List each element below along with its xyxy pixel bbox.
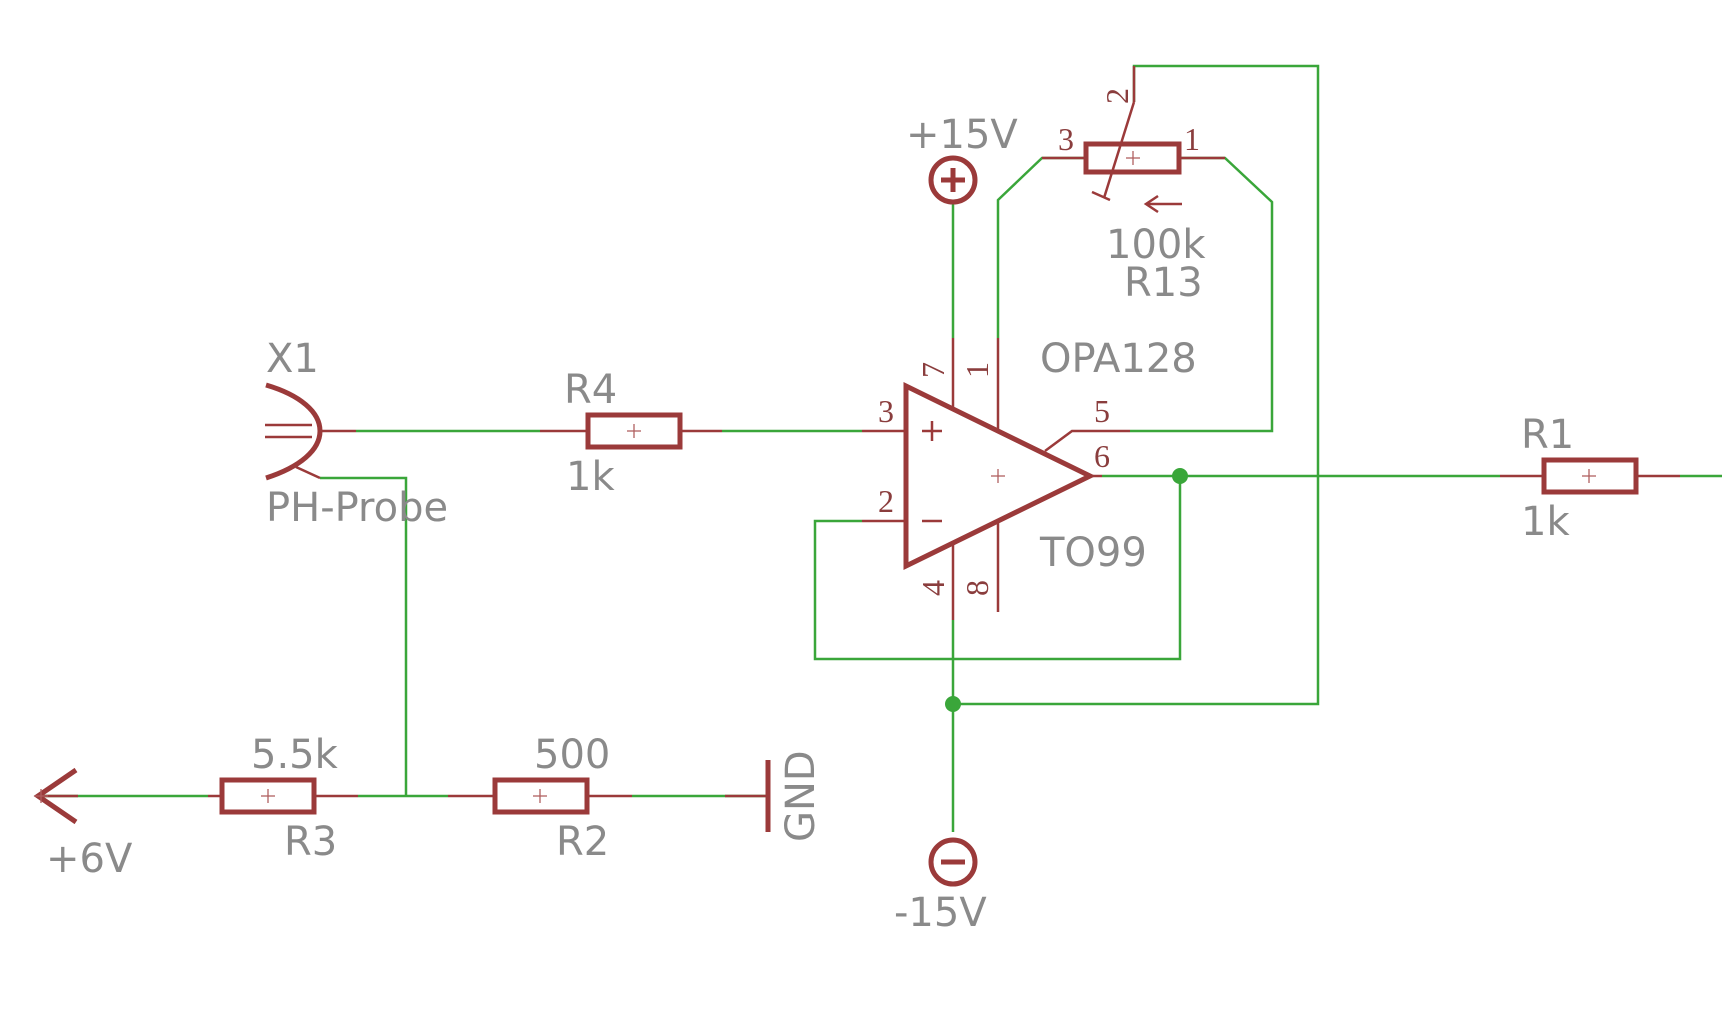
plus-6v-arrow-icon	[33, 767, 78, 825]
r4-name: R4	[564, 367, 617, 413]
resistor-r1	[1500, 457, 1680, 495]
opamp-package: TO99	[1039, 530, 1147, 576]
r3-name: R3	[284, 819, 337, 865]
r1-value: 1k	[1521, 499, 1570, 545]
opamp-name: OPA128	[1040, 336, 1197, 382]
pin-2: 2	[878, 483, 894, 519]
resistor-r4	[540, 412, 722, 450]
pin-7: 7	[915, 362, 951, 378]
minus-15v-label: -15V	[894, 890, 987, 936]
minus-15v-supply-icon	[928, 837, 978, 887]
pin-4: 4	[915, 580, 951, 596]
ground-symbol	[725, 760, 771, 832]
probe-value: PH-Probe	[266, 485, 448, 531]
plus-6v-label: +6V	[46, 836, 133, 882]
potentiometer-r13	[1042, 66, 1225, 214]
resistor-r2	[448, 777, 632, 815]
ph-probe-connector	[265, 382, 356, 481]
pin-1: 1	[959, 362, 995, 378]
resistor-r3	[208, 777, 358, 815]
pin-6: 6	[1094, 438, 1110, 474]
wires	[38, 64, 1722, 832]
r13-pin-1: 1	[1184, 121, 1200, 157]
pin-5: 5	[1094, 393, 1110, 429]
pin-3: 3	[878, 393, 894, 429]
opamp-symbol	[862, 338, 1130, 620]
r2-value: 500	[534, 732, 610, 778]
r3-value: 5.5k	[251, 732, 339, 778]
pin-8: 8	[959, 580, 995, 596]
probe-name: X1	[266, 336, 319, 382]
r13-name: R13	[1124, 260, 1203, 306]
plus-15v-label: +15V	[906, 112, 1018, 158]
r4-value: 1k	[566, 454, 615, 500]
plus-15v-supply-icon	[928, 155, 978, 205]
r13-pin-3: 3	[1058, 121, 1074, 157]
r13-pin-2: 2	[1099, 88, 1135, 104]
r13-value: 100k	[1106, 222, 1206, 268]
gnd-label: GND	[778, 750, 824, 842]
r1-name: R1	[1521, 412, 1574, 458]
r2-name: R2	[556, 819, 609, 865]
